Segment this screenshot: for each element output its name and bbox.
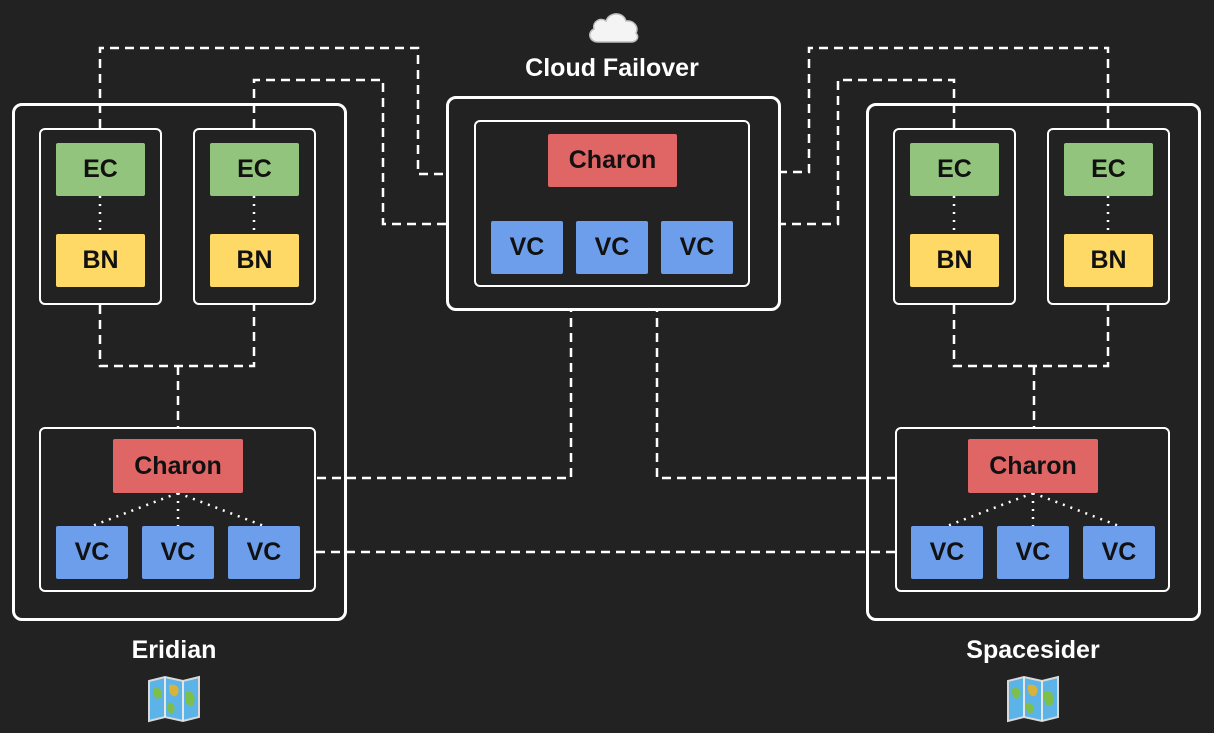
eridian-bn-node: BN bbox=[210, 234, 299, 287]
spacesider-bn-node: BN bbox=[1064, 234, 1153, 287]
cloud-icon bbox=[589, 13, 639, 43]
eridian-charon-cluster bbox=[39, 427, 316, 592]
eridian-ec-node: EC bbox=[210, 143, 299, 196]
spacesider-vc-node: VC bbox=[911, 526, 983, 579]
eridian-vc-node: VC bbox=[56, 526, 128, 579]
spacesider-charon-node: Charon bbox=[968, 439, 1098, 493]
eridian-vc-node: VC bbox=[142, 526, 214, 579]
cloud-vc-node: VC bbox=[491, 221, 563, 274]
eridian-vc-node: VC bbox=[228, 526, 300, 579]
dashed-link-spacesider-node1-cloud bbox=[749, 78, 956, 226]
spacesider-ec-node: EC bbox=[910, 143, 999, 196]
cloud-failover-title: Cloud Failover bbox=[525, 54, 699, 82]
eridian-charon-node: Charon bbox=[113, 439, 243, 493]
dashed-link-eridian-node2-cloud bbox=[252, 78, 476, 226]
eridian-bn-node: BN bbox=[56, 234, 145, 287]
spacesider-bn-node: BN bbox=[910, 234, 999, 287]
eridian-ec-node: EC bbox=[56, 143, 145, 196]
cloud-charon-node: Charon bbox=[548, 134, 677, 187]
eridian-region bbox=[12, 103, 347, 621]
dashed-link-cloud-eridian-charon bbox=[316, 288, 573, 480]
spacesider-title: Spacesider bbox=[966, 636, 1100, 664]
dashed-link-cloud-spacesider-charon bbox=[655, 288, 896, 480]
cloud-vc-node: VC bbox=[661, 221, 733, 274]
spacesider-ec-node: EC bbox=[1064, 143, 1153, 196]
eridian-node-box bbox=[193, 128, 316, 305]
map-icon bbox=[148, 675, 200, 723]
cloud-charon-cluster bbox=[474, 120, 750, 287]
spacesider-vc-node: VC bbox=[1083, 526, 1155, 579]
dashed-link-spacesider-node2-cloud bbox=[749, 46, 1110, 174]
spacesider-vc-node: VC bbox=[997, 526, 1069, 579]
dashed-link-eridian-node1-cloud bbox=[98, 46, 476, 176]
eridian-node-box bbox=[39, 128, 162, 305]
spacesider-charon-cluster bbox=[895, 427, 1170, 592]
cloud-failover-region bbox=[446, 96, 781, 311]
spacesider-region bbox=[866, 103, 1201, 621]
cloud-vc-node: VC bbox=[576, 221, 648, 274]
spacesider-node-box bbox=[1047, 128, 1170, 305]
map-icon bbox=[1007, 675, 1059, 723]
spacesider-node-box bbox=[893, 128, 1016, 305]
dashed-bracket-spacesider-nodes bbox=[952, 305, 1110, 368]
eridian-title: Eridian bbox=[131, 636, 217, 664]
